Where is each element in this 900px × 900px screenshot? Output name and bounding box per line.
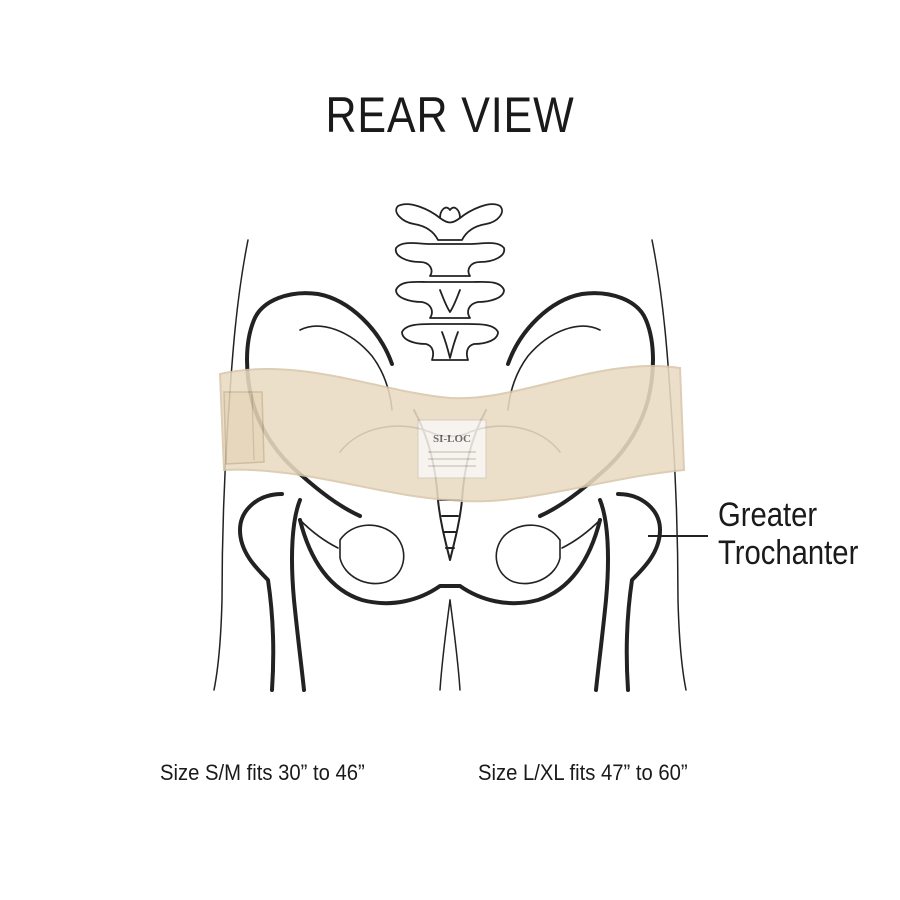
obturator-right bbox=[495, 524, 561, 585]
size-small-medium-text: Size S/M fits 30” to 46” bbox=[160, 760, 365, 785]
callout-line-1: Greater bbox=[718, 496, 818, 534]
leg-inner-right bbox=[449, 599, 461, 691]
leg-inner-left bbox=[439, 599, 451, 691]
callout-line-2: Trochanter bbox=[718, 534, 859, 572]
femur-neck-left bbox=[299, 519, 339, 549]
pelvic-rim bbox=[298, 518, 602, 606]
belt-hook-loop-tab bbox=[223, 391, 265, 465]
body-outline-left bbox=[213, 239, 249, 691]
obturator-left bbox=[339, 524, 405, 585]
belt-brand-text: SI-LOC bbox=[433, 433, 471, 445]
support-belt: SI-LOC bbox=[218, 365, 686, 503]
body-outline-right bbox=[651, 239, 687, 691]
femur-left bbox=[238, 492, 284, 692]
size-large-xlarge-text: Size L/XL fits 47” to 60” bbox=[478, 760, 688, 785]
femur-left-inner bbox=[290, 498, 306, 692]
femur-neck-right bbox=[561, 519, 601, 549]
page-title: REAR VIEW bbox=[325, 87, 575, 143]
belt-tab-line bbox=[251, 393, 255, 461]
ilium-inner-right bbox=[507, 325, 601, 411]
lumbar-spine bbox=[394, 203, 506, 361]
femur-right-inner bbox=[594, 498, 610, 692]
belt-brand-label bbox=[417, 419, 487, 479]
coccyx bbox=[439, 499, 461, 549]
greater-trochanter-callout: Greater Trochanter bbox=[718, 496, 858, 572]
femur-right bbox=[616, 492, 662, 692]
